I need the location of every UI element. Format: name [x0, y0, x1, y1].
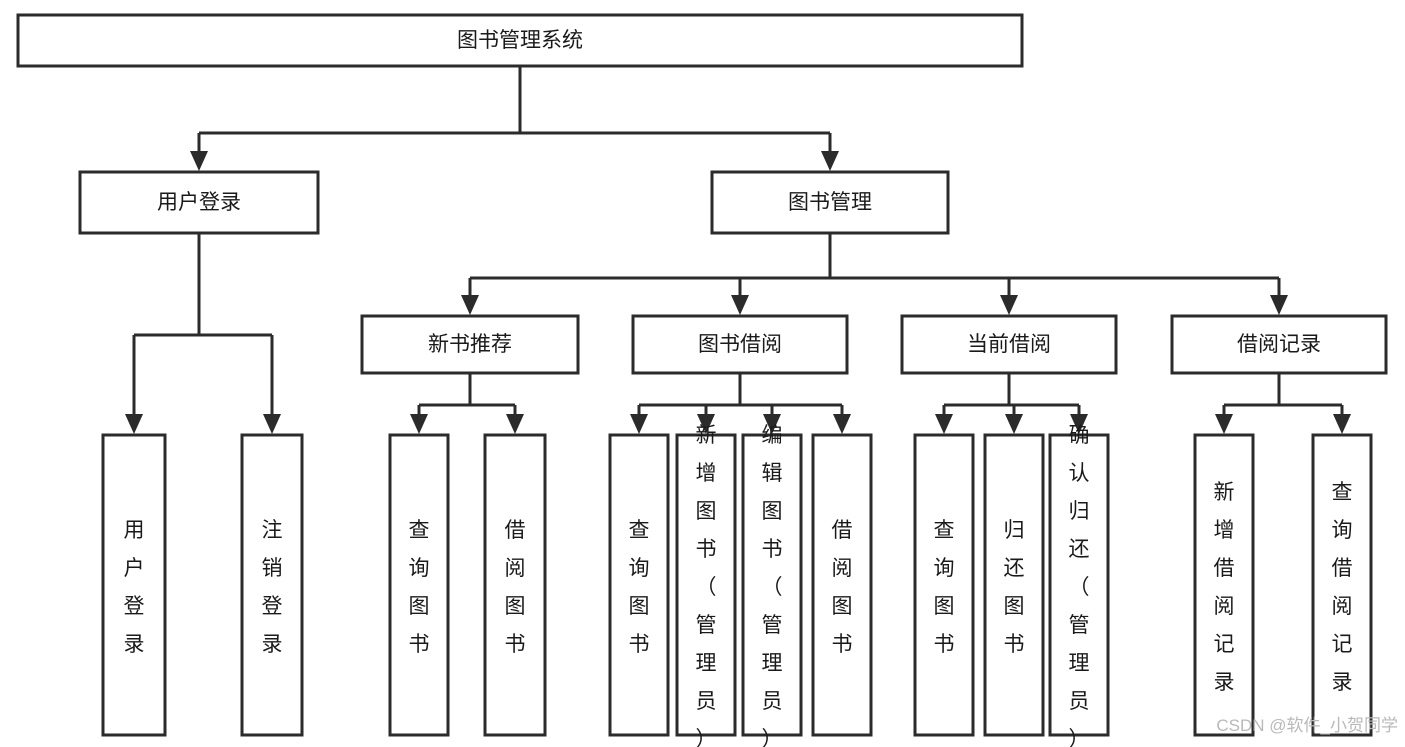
edge-group-user-login	[125, 233, 281, 434]
node-box-leaf-borrow-book-rec	[483, 433, 547, 737]
node-box-book-management	[710, 170, 950, 235]
node-leaf-query-book-rec[interactable]: 查询图书	[388, 433, 450, 737]
node-current-borrow[interactable]: 当前借阅	[900, 314, 1118, 375]
arrow-head-icon	[410, 414, 428, 434]
arrow-head-icon	[697, 414, 715, 434]
node-label-leaf-borrow-book-bor: 借阅图书	[832, 519, 853, 656]
node-label-leaf-edit-book: 编辑图书（管理员）	[762, 424, 783, 747]
node-label-leaf-confirm-return: 确认归还（管理员）	[1069, 424, 1090, 747]
node-label-leaf-add-book: 新增图书（管理员）	[696, 424, 717, 747]
node-label-borrow-record: 借阅记录	[1237, 333, 1321, 356]
node-borrow-record[interactable]: 借阅记录	[1170, 314, 1388, 375]
arrow-head-icon	[731, 295, 749, 315]
arrow-head-icon	[461, 295, 479, 315]
edge-group-current-borrow	[935, 373, 1088, 434]
arrow-head-icon	[506, 414, 524, 434]
node-box-book-borrow	[631, 314, 849, 375]
node-leaf-add-record[interactable]: 新增借阅记录	[1193, 433, 1255, 737]
arrow-head-icon	[821, 151, 839, 171]
node-box-leaf-borrow-book-bor	[811, 433, 873, 737]
node-leaf-add-book[interactable]: 新增图书（管理员）	[675, 424, 737, 747]
node-box-leaf-query-record	[1311, 433, 1373, 737]
node-box-leaf-query-book-bor	[608, 433, 670, 737]
node-label-leaf-logout: 注销登录	[262, 519, 283, 656]
node-root[interactable]: 图书管理系统	[16, 13, 1024, 68]
node-label-leaf-user-login: 用户登录	[124, 519, 145, 656]
arrow-head-icon	[763, 414, 781, 434]
node-leaf-borrow-book-rec[interactable]: 借阅图书	[483, 433, 547, 737]
node-label-leaf-query-book-bor: 查询图书	[629, 519, 650, 656]
node-leaf-confirm-return[interactable]: 确认归还（管理员）	[1048, 424, 1110, 747]
node-box-leaf-return-book	[983, 433, 1045, 737]
node-label-leaf-query-book-cur: 查询图书	[934, 519, 955, 656]
node-leaf-query-book-bor[interactable]: 查询图书	[608, 433, 670, 737]
arrow-head-icon	[1333, 414, 1351, 434]
node-label-user-login: 用户登录	[157, 191, 241, 214]
edge-group-new-book-recommend	[410, 373, 524, 434]
arrow-head-icon	[1070, 414, 1088, 434]
node-box-leaf-edit-book	[741, 433, 803, 737]
node-leaf-user-login[interactable]: 用户登录	[101, 433, 167, 737]
node-leaf-edit-book[interactable]: 编辑图书（管理员）	[741, 424, 803, 747]
node-box-root	[16, 13, 1024, 68]
node-box-leaf-query-book-rec	[388, 433, 450, 737]
node-box-user-login	[78, 170, 320, 235]
node-box-new-book-recommend	[360, 314, 580, 375]
node-label-current-borrow: 当前借阅	[967, 333, 1051, 356]
node-label-leaf-add-record: 新增借阅记录	[1214, 481, 1235, 694]
node-leaf-return-book[interactable]: 归还图书	[983, 433, 1045, 737]
node-box-borrow-record	[1170, 314, 1388, 375]
node-box-current-borrow	[900, 314, 1118, 375]
arrow-head-icon	[1270, 295, 1288, 315]
edge-group-book-management	[461, 233, 1288, 315]
node-book-management[interactable]: 图书管理	[710, 170, 950, 235]
node-user-login[interactable]: 用户登录	[78, 170, 320, 235]
node-label-leaf-query-record: 查询借阅记录	[1332, 481, 1353, 694]
node-leaf-borrow-book-bor[interactable]: 借阅图书	[811, 433, 873, 737]
node-box-leaf-add-record	[1193, 433, 1255, 737]
arrow-head-icon	[263, 414, 281, 434]
node-label-book-management: 图书管理	[788, 191, 872, 214]
arrow-head-icon	[935, 414, 953, 434]
node-label-leaf-query-book-rec: 查询图书	[409, 519, 430, 656]
arrow-head-icon	[833, 414, 851, 434]
node-book-borrow[interactable]: 图书借阅	[631, 314, 849, 375]
arrow-head-icon	[125, 414, 143, 434]
node-label-book-borrow: 图书借阅	[698, 333, 782, 356]
node-leaf-logout[interactable]: 注销登录	[240, 433, 304, 737]
arrow-head-icon	[190, 151, 208, 171]
edge-group-root	[190, 66, 839, 171]
node-box-leaf-user-login	[101, 433, 167, 737]
node-label-new-book-recommend: 新书推荐	[428, 333, 512, 356]
node-box-leaf-logout	[240, 433, 304, 737]
arrow-head-icon	[1005, 414, 1023, 434]
node-leaf-query-book-cur[interactable]: 查询图书	[913, 433, 975, 737]
connector-layer	[125, 66, 1351, 434]
arrow-head-icon	[630, 414, 648, 434]
node-layer: 图书管理系统用户登录图书管理新书推荐图书借阅当前借阅借阅记录用户登录注销登录查询…	[16, 13, 1388, 747]
node-leaf-query-record[interactable]: 查询借阅记录	[1311, 433, 1373, 737]
arrow-head-icon	[1215, 414, 1233, 434]
node-label-leaf-return-book: 归还图书	[1004, 519, 1025, 656]
arrow-head-icon	[1000, 295, 1018, 315]
node-box-leaf-query-book-cur	[913, 433, 975, 737]
node-box-leaf-add-book	[675, 433, 737, 737]
node-new-book-recommend[interactable]: 新书推荐	[360, 314, 580, 375]
node-label-root: 图书管理系统	[457, 29, 583, 52]
node-box-leaf-confirm-return	[1048, 433, 1110, 737]
watermark-label: CSDN @软件_小贺同学	[1216, 716, 1398, 735]
edge-group-borrow-record	[1215, 373, 1351, 434]
node-label-leaf-borrow-book-rec: 借阅图书	[505, 519, 526, 656]
edge-group-book-borrow	[630, 373, 851, 434]
